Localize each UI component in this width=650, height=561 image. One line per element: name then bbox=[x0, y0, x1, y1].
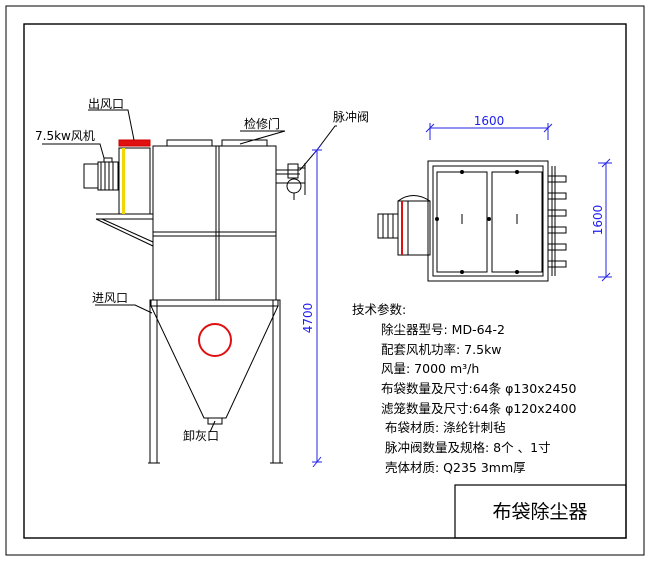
pulse-valve bbox=[287, 163, 299, 179]
ash-hopper bbox=[150, 305, 279, 419]
drawing-title: 布袋除尘器 bbox=[492, 501, 587, 523]
label-pulse-valve: 脉冲阀 bbox=[333, 109, 369, 124]
spec-line: 风量: 7000 m³/h bbox=[381, 361, 479, 376]
label-outlet: 出风口 bbox=[88, 97, 124, 111]
label-ash-outlet: 卸灰口 bbox=[183, 428, 219, 443]
right-leg bbox=[272, 299, 281, 464]
depth-dim-text: 1600 bbox=[591, 205, 605, 236]
spec-heading: 技术参数: bbox=[352, 302, 406, 317]
spec-line: 布袋材质: 涤纶针刺毡 bbox=[385, 420, 506, 435]
outlet-duct bbox=[118, 147, 151, 215]
access-door-left bbox=[166, 139, 213, 147]
width-dim-text: 1600 bbox=[474, 114, 505, 128]
ash-outlet-flange bbox=[207, 417, 223, 425]
spec-line: 除尘器型号: MD-64-2 bbox=[381, 322, 505, 337]
label-inlet: 进风口 bbox=[92, 291, 128, 305]
title-block bbox=[454, 484, 627, 539]
outer-frame bbox=[5, 5, 645, 556]
inner-frame bbox=[23, 23, 627, 539]
label-fan: 7.5kw风机 bbox=[35, 129, 95, 143]
top-view-outer bbox=[427, 160, 549, 282]
inlet-circle bbox=[198, 323, 232, 357]
spec-line: 滤笼数量及尺寸:64条 φ120x2400 bbox=[381, 401, 576, 416]
main-housing bbox=[152, 145, 277, 301]
outlet-flange bbox=[118, 139, 151, 147]
spec-block: 技术参数: 除尘器型号: MD-64-2 配套风机功率: 7.5kw 风量: 7… bbox=[352, 302, 576, 475]
fan-motor bbox=[83, 163, 99, 189]
spec-line: 脉冲阀数量及规格: 8个 、1寸 bbox=[385, 440, 551, 455]
spec-line: 配套风机功率: 7.5kw bbox=[381, 342, 502, 357]
front-elevation: 4700 bbox=[42, 109, 337, 468]
top-view: 1600 1600 bbox=[377, 114, 612, 282]
valve-row bbox=[547, 175, 567, 268]
spec-line: 壳体材质: Q235 3mm厚 bbox=[385, 460, 526, 475]
access-door-right bbox=[221, 139, 268, 147]
left-leg bbox=[149, 299, 158, 464]
height-dim-text: 4700 bbox=[301, 303, 315, 334]
label-access-door: 检修门 bbox=[244, 116, 280, 131]
spec-line: 布袋数量及尺寸:64条 φ130x2450 bbox=[381, 381, 576, 396]
